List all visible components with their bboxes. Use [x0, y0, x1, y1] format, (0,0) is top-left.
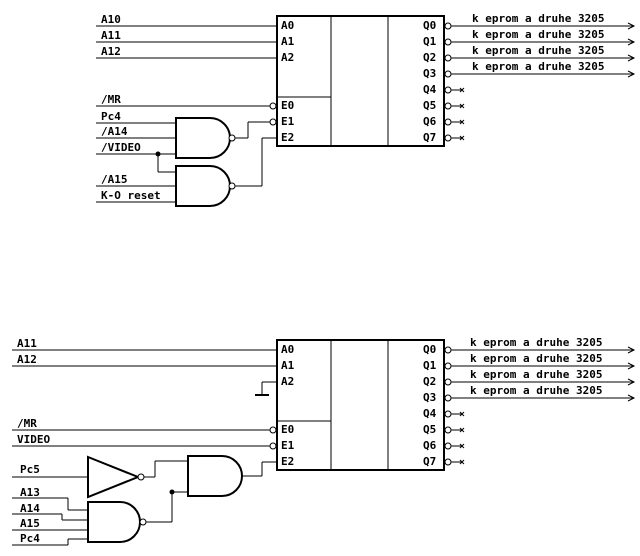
pin-e1: E1 [281, 115, 295, 128]
pin-e2: E2 [281, 131, 294, 144]
pin-a1: A1 [281, 35, 295, 48]
input-label-a10: A10 [101, 13, 121, 26]
input-label-a14: /A14 [101, 125, 128, 138]
pin-q1-2: Q1 [423, 359, 437, 372]
inverter-gate [87, 455, 141, 499]
input-label-a15: /A15 [101, 173, 128, 186]
input-label-pc4-2: Pc4 [20, 532, 40, 545]
output-label-q2: k eprom a druhe 3205 [472, 44, 604, 57]
decoder-2: A11 A12 A0 A1 A2 E0 E1 E2 /MR VIDEO Pc5 [12, 336, 636, 546]
output-label-q1: k eprom a druhe 3205 [472, 28, 604, 41]
decoder-2-outputs: Q0 Q1 Q2 Q3 Q4 Q5 Q6 Q7 k eprom a druh [423, 336, 636, 468]
pin-q0: Q0 [423, 19, 436, 32]
output-label-q3: k eprom a druhe 3205 [472, 60, 604, 73]
input-label-a13: A13 [20, 486, 40, 499]
input-label-video: /VIDEO [101, 141, 141, 154]
input-label-a12: A12 [101, 45, 121, 58]
pin-e1-2: E1 [281, 439, 295, 452]
pin-a0-2: A0 [281, 343, 294, 356]
output-label-q1-2: k eprom a druhe 3205 [470, 352, 602, 365]
pin-e2-2: E2 [281, 455, 294, 468]
pin-a0: A0 [281, 19, 294, 32]
input-label-mr: /MR [101, 93, 121, 106]
output-label-q0-2: k eprom a druhe 3205 [470, 336, 602, 349]
pin-q4-2: Q4 [423, 407, 437, 420]
pin-q3: Q3 [423, 67, 436, 80]
input-label-pc4: Pc4 [101, 110, 121, 123]
pin-q2: Q2 [423, 51, 436, 64]
pin-q3-2: Q3 [423, 391, 436, 404]
pin-q1: Q1 [423, 35, 437, 48]
pin-q2-2: Q2 [423, 375, 436, 388]
pin-q0-2: Q0 [423, 343, 436, 356]
pin-q6: Q6 [423, 115, 437, 128]
pin-a2: A2 [281, 51, 294, 64]
input-label-mr-2: /MR [17, 417, 37, 430]
output-label-q2-2: k eprom a druhe 3205 [470, 368, 602, 381]
output-label-q3-2: k eprom a druhe 3205 [470, 384, 602, 397]
input-label-a11-2: A11 [17, 337, 37, 350]
input-label-a11: A11 [101, 29, 121, 42]
input-label-video-2: VIDEO [17, 433, 50, 446]
decoder-1: A10 A11 A12 A0 A1 A2 E0 E1 E2 /MR Pc4 /A… [96, 12, 636, 207]
and-gate-c [187, 455, 243, 497]
nand-gate-d [87, 501, 141, 543]
pin-q7-2: Q7 [423, 455, 436, 468]
pin-a1-2: A1 [281, 359, 295, 372]
pin-q7: Q7 [423, 131, 436, 144]
decoder-1-chip [276, 15, 445, 147]
input-label-pc5: Pc5 [20, 463, 40, 476]
pin-a2-2: A2 [281, 375, 294, 388]
nand-gate-b [175, 165, 231, 207]
output-label-q0: k eprom a druhe 3205 [472, 12, 604, 25]
input-label-ko-reset: K-O reset [101, 189, 161, 202]
decoder-1-outputs: Q0 Q1 Q2 Q3 Q4 Q5 Q6 Q7 [423, 12, 636, 144]
input-label-a15-2: A15 [20, 517, 40, 530]
decoder-2-chip [276, 339, 445, 471]
pin-e0: E0 [281, 99, 294, 112]
input-label-a12-2: A12 [17, 353, 37, 366]
input-label-a14-2: A14 [20, 502, 40, 515]
nand-gate-a [175, 117, 231, 159]
pin-q5: Q5 [423, 99, 436, 112]
pin-q5-2: Q5 [423, 423, 436, 436]
pin-q6-2: Q6 [423, 439, 437, 452]
pin-q4: Q4 [423, 83, 437, 96]
pin-e0-2: E0 [281, 423, 294, 436]
